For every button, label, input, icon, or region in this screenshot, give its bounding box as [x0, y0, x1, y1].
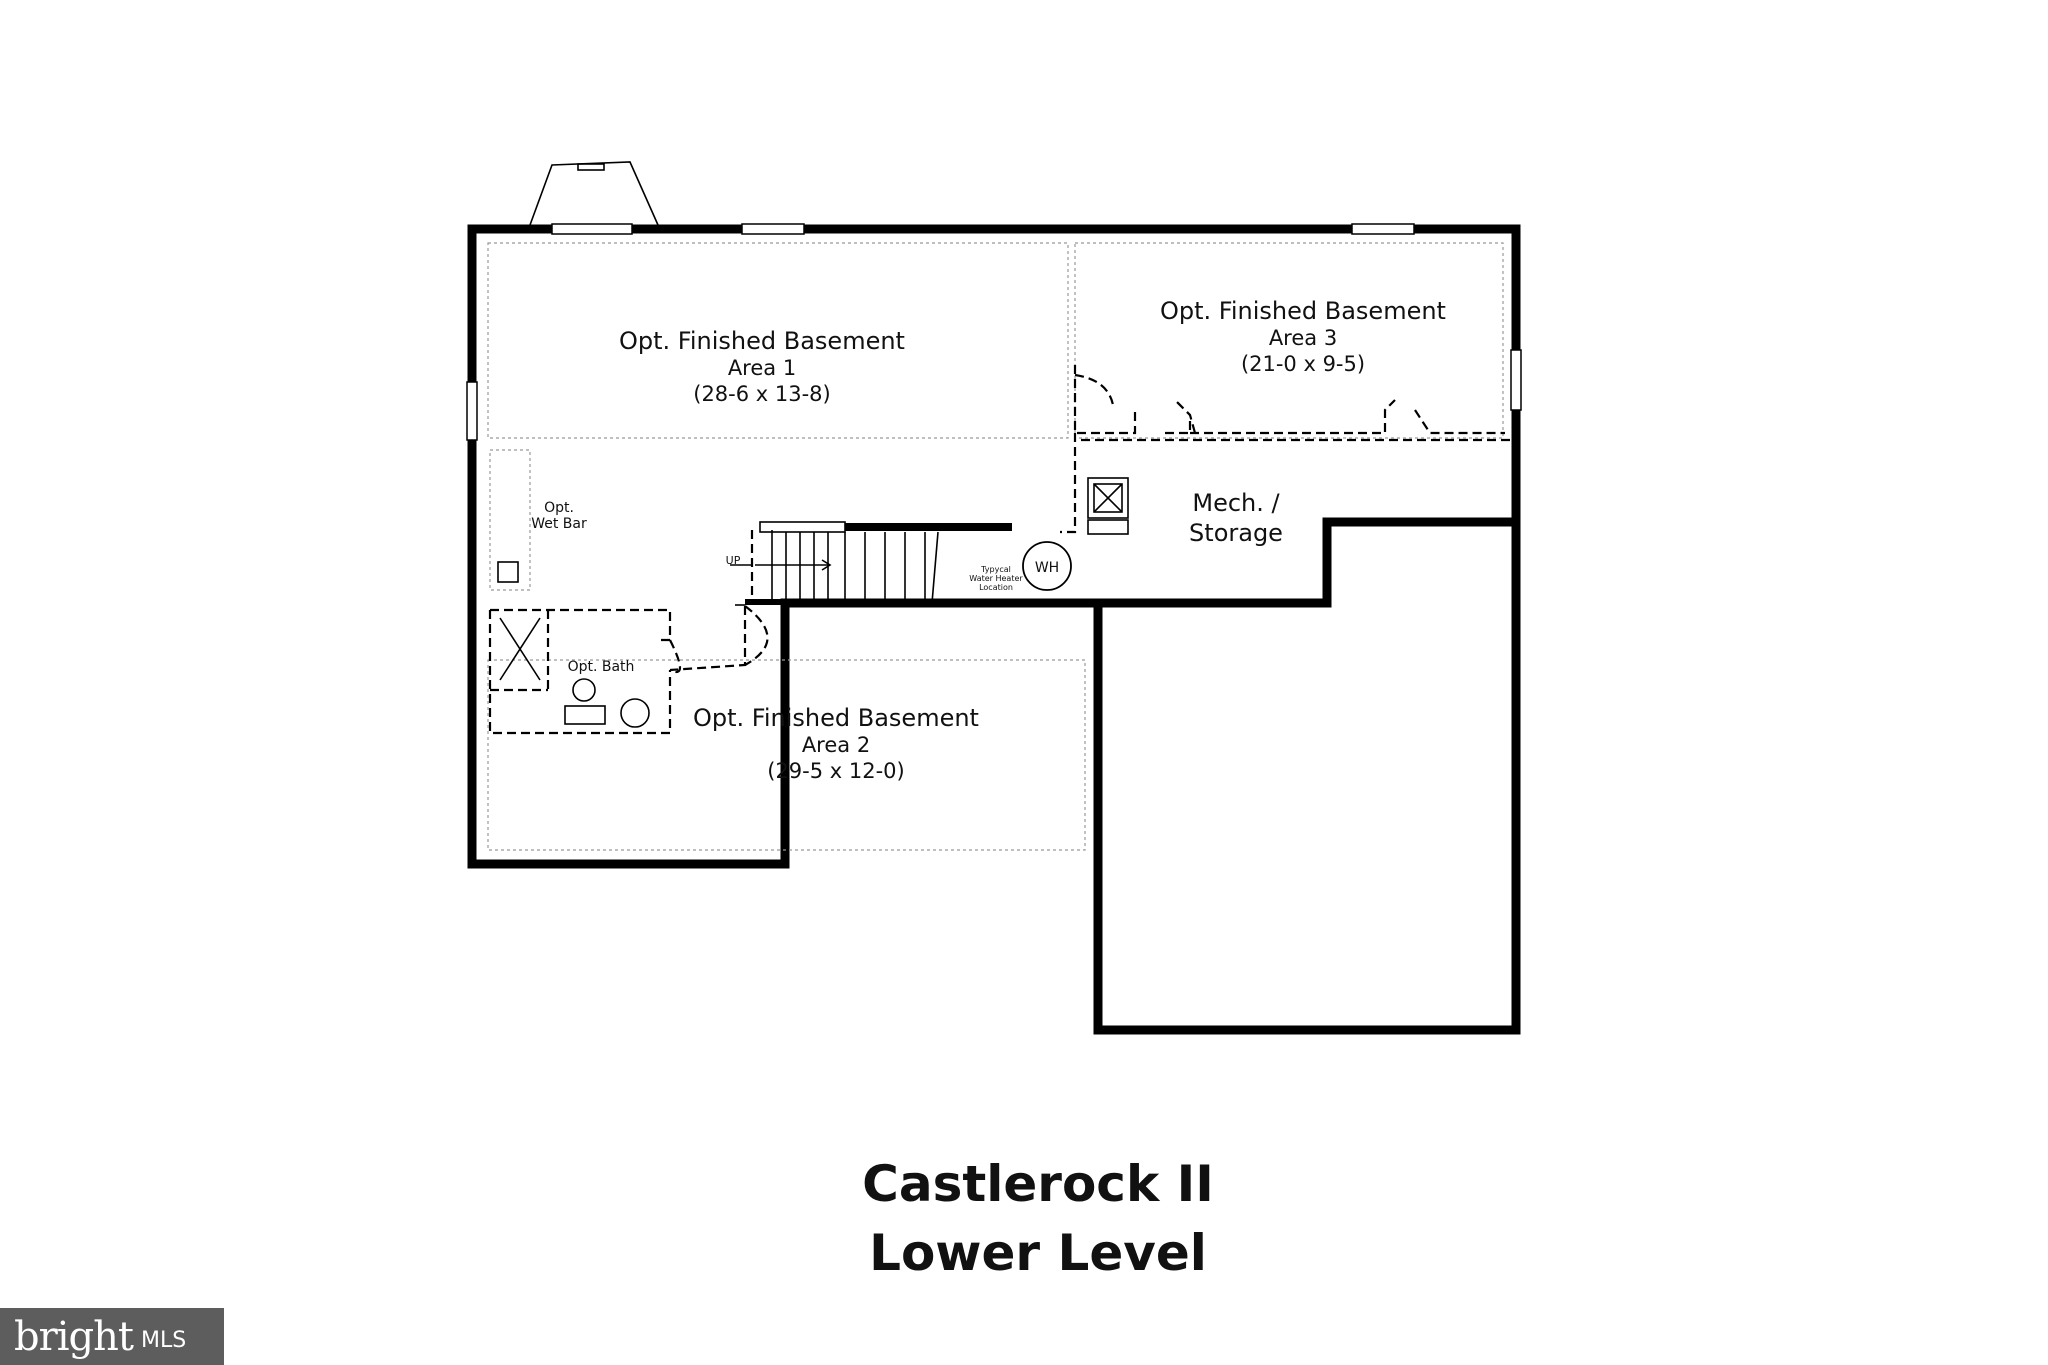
area3-partition [1073, 365, 1505, 435]
water-heater-note: Typycal [980, 565, 1011, 574]
logo-wordmark: bright [14, 1313, 134, 1360]
wet-bar-label: Wet Bar [531, 516, 587, 532]
area1-outline [487, 242, 1069, 439]
stairs [730, 521, 939, 604]
stairs-up-label: UP [726, 554, 741, 567]
area2-sub: Area 2 [802, 733, 870, 757]
window [466, 381, 478, 441]
window [551, 223, 633, 235]
area3-dims: (21-0 x 9-5) [1241, 352, 1365, 376]
water-heater-note: Water Heater [969, 574, 1023, 583]
area2-outline [487, 659, 1086, 851]
mech-room-partition [1060, 433, 1077, 534]
bath [488, 608, 682, 735]
bay-window [529, 161, 659, 226]
window [1510, 349, 1522, 411]
wet-bar-sink [497, 561, 519, 583]
wet-bar-counter [489, 449, 531, 591]
bath-label: Opt. Bath [568, 659, 635, 675]
area3-door-swing [1074, 373, 1115, 406]
area3-outline [1074, 242, 1504, 439]
area1-name: Opt. Finished Basement [619, 327, 905, 355]
water-heater-icon [1022, 541, 1072, 591]
bay-window-vent [577, 163, 605, 171]
window [741, 223, 805, 235]
mech-room-wall [1098, 517, 1516, 608]
area1-sub: Area 1 [728, 356, 796, 380]
mech-label: Mech. / [1192, 489, 1280, 517]
window [1351, 223, 1415, 235]
area2-dims: (29-5 x 12-0) [767, 759, 904, 783]
plan-title: Castlerock II [862, 1155, 1214, 1213]
plan-subtitle: Lower Level [869, 1224, 1207, 1282]
area2-name: Opt. Finished Basement [693, 704, 979, 732]
area3-sub: Area 3 [1269, 326, 1337, 350]
water-heater-symbol: WH [1035, 560, 1059, 576]
area3-name: Opt. Finished Basement [1160, 297, 1446, 325]
bright-mls-logo: bright MLS [0, 1308, 224, 1365]
mech-label: Storage [1189, 519, 1283, 547]
mech-equipment [1087, 477, 1129, 535]
area2-door-swing [744, 605, 769, 666]
water-heater-note: Location [979, 583, 1013, 592]
wet-bar-label: Opt. [544, 500, 574, 516]
area1-dims: (28-6 x 13-8) [693, 382, 830, 406]
logo-suffix: MLS [140, 1328, 187, 1353]
